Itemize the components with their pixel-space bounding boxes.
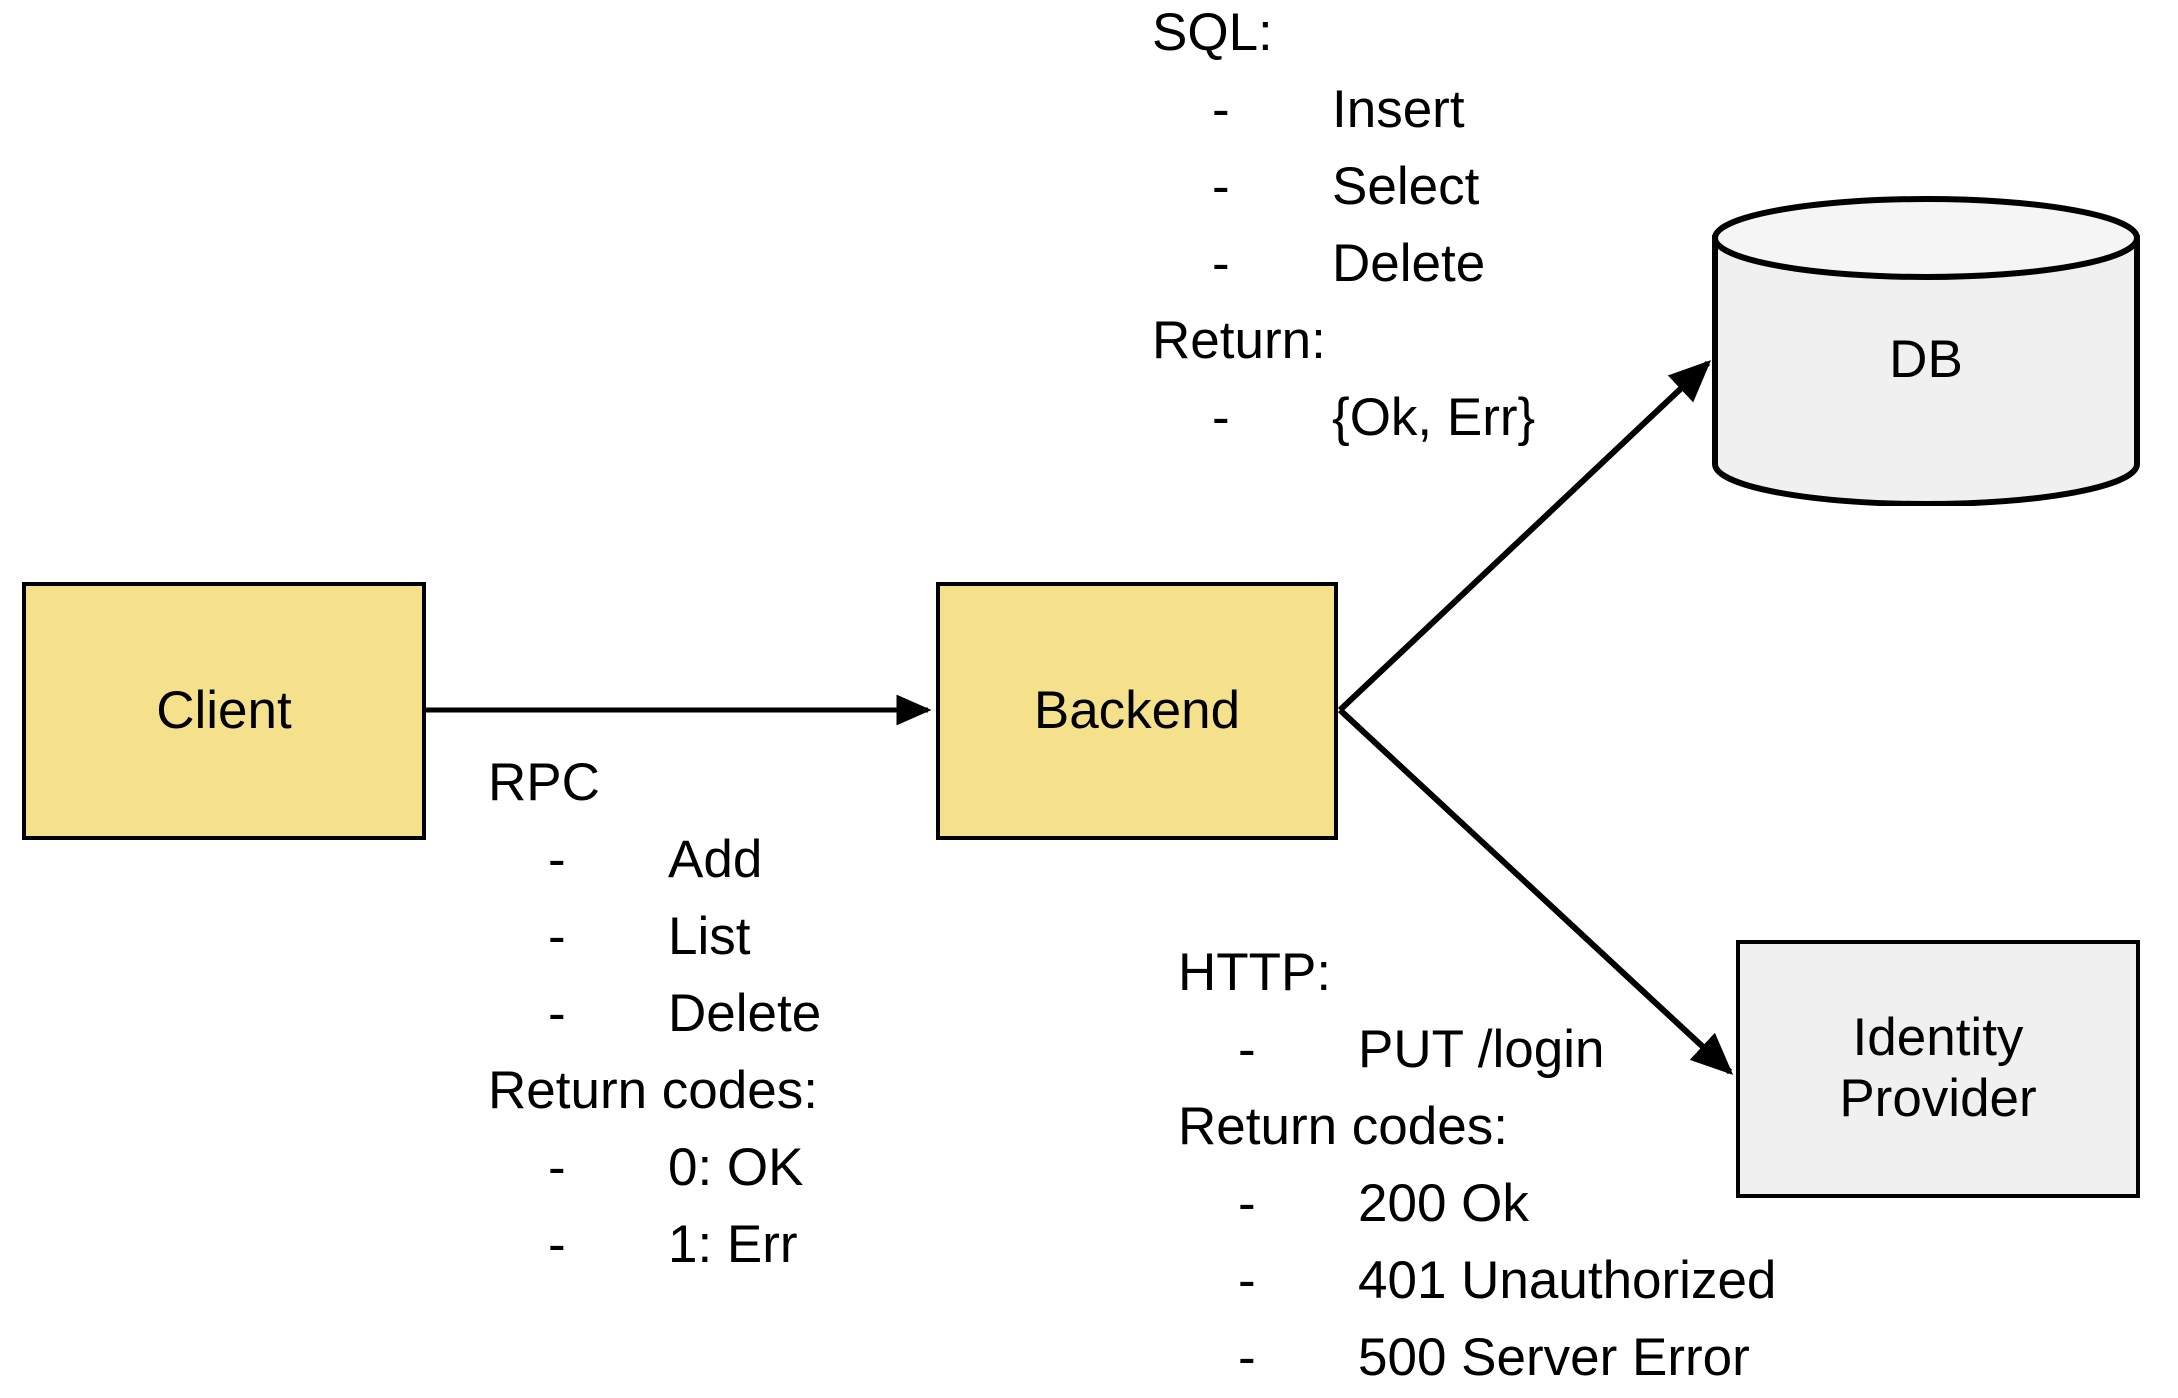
annotation-line: Return codes:	[488, 1061, 818, 1120]
bullet-dash: -	[1238, 1328, 1256, 1387]
bullet-dash: -	[548, 1215, 566, 1274]
bullet-text: {Ok, Err}	[1332, 388, 1536, 447]
bullet-dash: -	[1212, 388, 1230, 447]
annotation-http: HTTP: - PUT /login Return codes: - 200 O…	[1178, 934, 1776, 1396]
bullet-text: Delete	[668, 984, 822, 1043]
annotation-line: - 500 Server Error	[1178, 1319, 1776, 1396]
annotation-line: - 200 Ok	[1178, 1165, 1776, 1242]
bullet-dash: -	[1238, 1174, 1256, 1233]
bullet-dash: -	[548, 1138, 566, 1197]
annotation-line: - Add	[488, 821, 821, 898]
annotation-sql: SQL: - Insert - Select - Delete Return: …	[1152, 0, 1535, 456]
node-identity-provider[interactable]: Identity Provider	[1736, 940, 2140, 1198]
annotation-line: HTTP:	[1178, 943, 1332, 1002]
bullet-dash: -	[548, 984, 566, 1043]
annotation-line: SQL:	[1152, 3, 1273, 62]
annotation-line: RPC	[488, 753, 600, 812]
bullet-dash: -	[1212, 80, 1230, 139]
node-client-label: Client	[156, 680, 292, 740]
annotation-line: - Insert	[1152, 71, 1535, 148]
bullet-text: 500 Server Error	[1358, 1328, 1750, 1387]
node-backend-label: Backend	[1033, 680, 1241, 740]
node-db[interactable]: DB	[1712, 196, 2140, 506]
node-idp-label-line1: Identity	[1852, 1008, 2024, 1068]
annotation-line: - 1: Err	[488, 1206, 821, 1283]
annotation-line: - Delete	[1152, 225, 1535, 302]
bullet-text: Delete	[1332, 234, 1486, 293]
annotation-line: - Delete	[488, 975, 821, 1052]
bullet-text: Insert	[1332, 80, 1465, 139]
annotation-line: - Select	[1152, 148, 1535, 225]
bullet-dash: -	[1212, 157, 1230, 216]
cylinder-icon	[1712, 196, 2140, 506]
node-backend[interactable]: Backend	[936, 582, 1338, 840]
annotation-line: - 401 Unauthorized	[1178, 1242, 1776, 1319]
bullet-text: PUT /login	[1358, 1020, 1605, 1079]
bullet-text: Add	[668, 830, 763, 889]
node-idp-label-line2: Provider	[1839, 1069, 2037, 1128]
annotation-line: - {Ok, Err}	[1152, 379, 1535, 456]
bullet-text: 401 Unauthorized	[1358, 1251, 1777, 1310]
bullet-dash: -	[1238, 1020, 1256, 1079]
annotation-line: Return codes:	[1178, 1097, 1508, 1156]
annotation-line: - PUT /login	[1178, 1011, 1776, 1088]
node-client[interactable]: Client	[22, 582, 426, 840]
bullet-text: 0: OK	[668, 1138, 804, 1197]
bullet-dash: -	[548, 907, 566, 966]
bullet-text: Select	[1332, 157, 1480, 216]
annotation-line: Return:	[1152, 311, 1326, 370]
node-db-label: DB	[1889, 329, 1963, 389]
node-identity-provider-label: Identity Provider	[1839, 1008, 2036, 1130]
annotation-line: - List	[488, 898, 821, 975]
annotation-line: - 0: OK	[488, 1129, 821, 1206]
bullet-dash: -	[1212, 234, 1230, 293]
bullet-dash: -	[1238, 1251, 1256, 1310]
bullet-text: 200 Ok	[1358, 1174, 1529, 1233]
annotation-rpc: RPC - Add - List - Delete Return codes: …	[488, 744, 821, 1283]
bullet-dash: -	[548, 830, 566, 889]
bullet-text: List	[668, 907, 751, 966]
bullet-text: 1: Err	[668, 1215, 798, 1274]
